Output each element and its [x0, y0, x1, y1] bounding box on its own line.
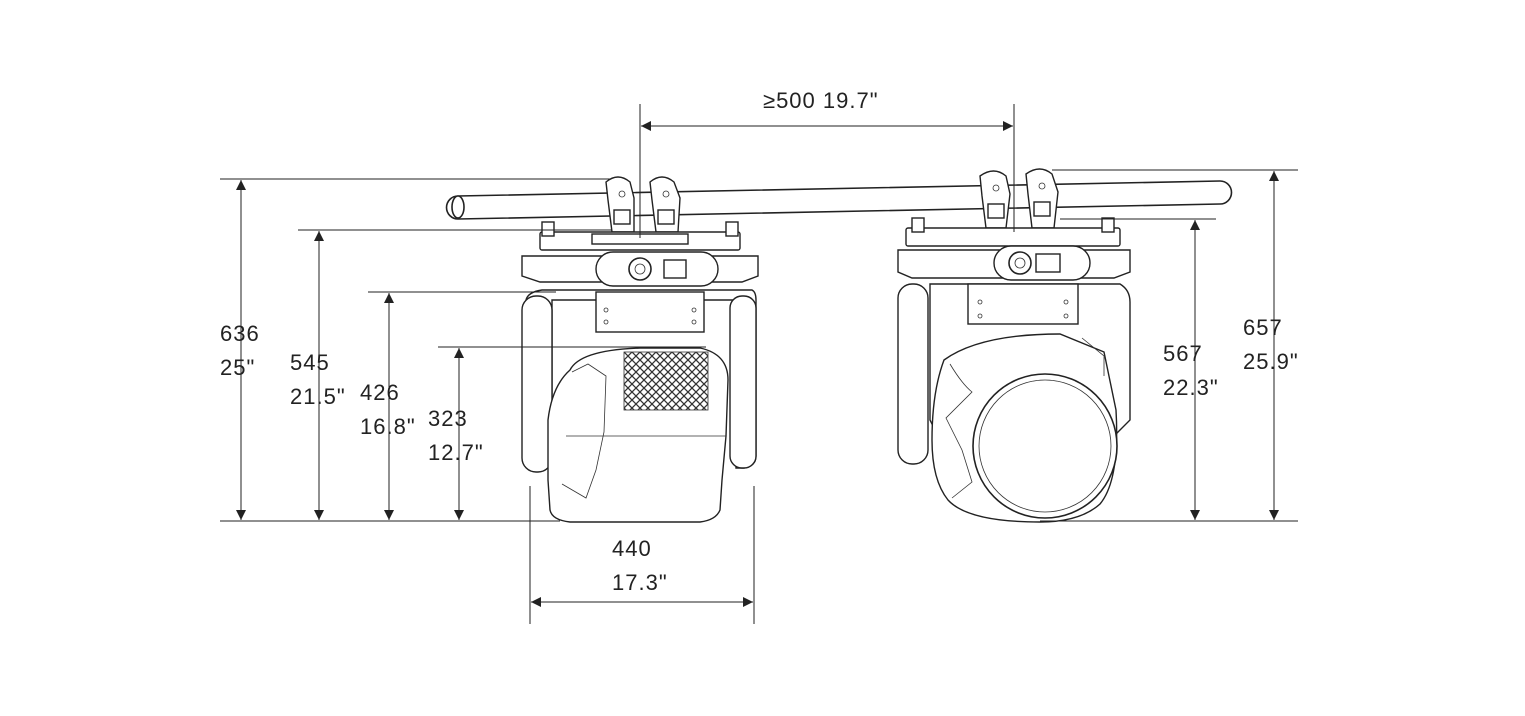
front-clamp-in: 21.5" [290, 384, 346, 409]
front-head-in: 12.7" [428, 440, 484, 465]
front-head-mm: 323 [428, 406, 468, 431]
side-clamp-right [1025, 168, 1059, 229]
side-view-fixture [897, 168, 1131, 523]
front-yoke-in: 16.8" [360, 414, 416, 439]
front-view-fixture [521, 176, 759, 523]
truss-pipe [445, 180, 1233, 220]
front-clamp-mm: 545 [290, 350, 330, 375]
front-clamp-left [605, 176, 635, 233]
front-yoke-mm: 426 [360, 380, 400, 405]
spacing-label: ≥500 19.7" [763, 88, 879, 113]
side-clamp-left [979, 170, 1011, 229]
side-total-mm: 657 [1243, 315, 1283, 340]
dimension-labels: ≥500 19.7" 636 25" 545 21.5" 426 16.8" 3… [220, 88, 1299, 595]
width-in: 17.3" [612, 570, 668, 595]
side-total-in: 25.9" [1243, 349, 1299, 374]
front-total-mm: 636 [220, 321, 260, 346]
dimension-lines [220, 104, 1298, 624]
front-total-in: 25" [220, 355, 255, 380]
front-clamp-right [649, 176, 681, 233]
side-clamp-in: 22.3" [1163, 375, 1219, 400]
width-mm: 440 [612, 536, 652, 561]
side-clamp-mm: 567 [1163, 341, 1203, 366]
